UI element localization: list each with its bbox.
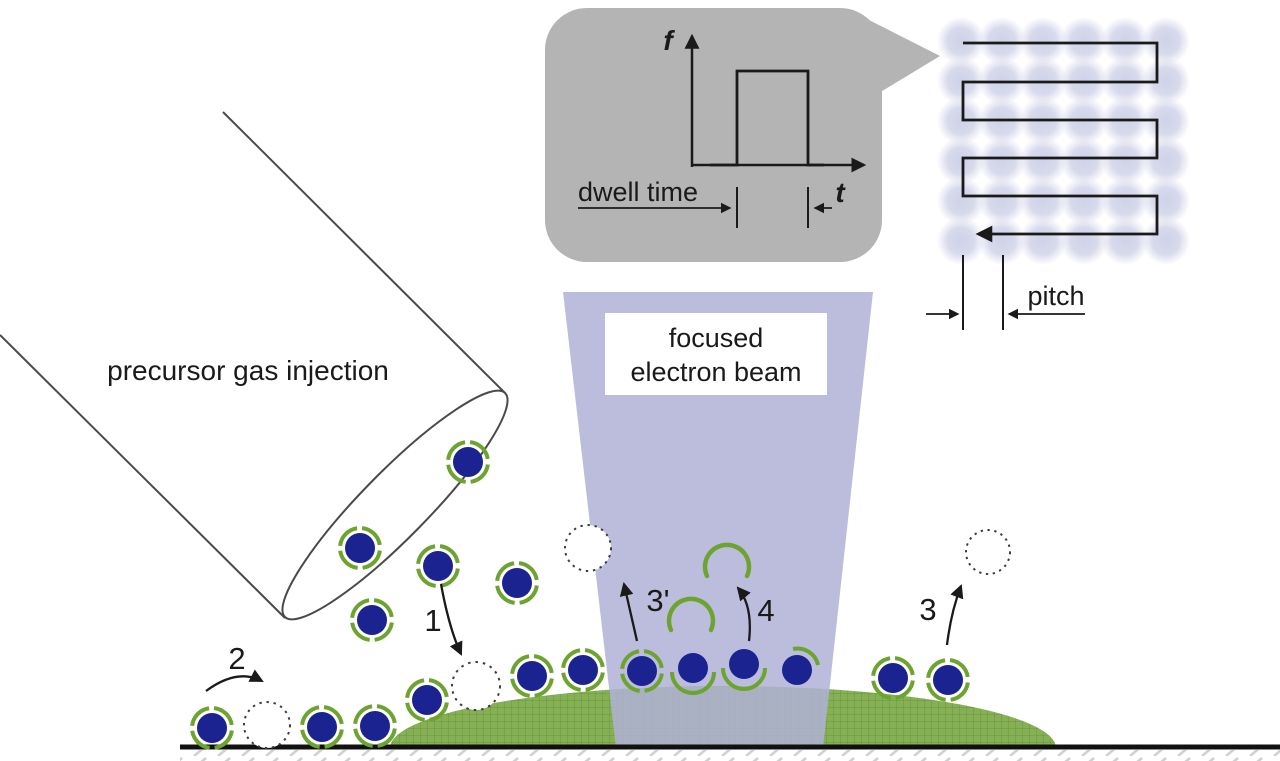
pitch-label: pitch: [1027, 281, 1084, 311]
callout-bubble: [545, 8, 882, 262]
beam-label-line2: electron beam: [630, 357, 801, 387]
pitch-dimension: pitch: [926, 255, 1085, 330]
step-beam-desorption-label: 3': [646, 583, 669, 618]
vacant-sites: [243, 524, 1011, 749]
electron-beam: focused electron beam: [563, 292, 873, 748]
beam-cone: [563, 292, 873, 748]
nozzle-opening: [281, 389, 509, 621]
ligand-fragments: [666, 542, 752, 633]
pulse-x-label: t: [835, 177, 846, 208]
precursor-molecule: [405, 678, 449, 722]
substrate-hatching: [180, 750, 1280, 761]
step-dissociation-label: 4: [757, 593, 774, 628]
precursor-molecule: [871, 656, 915, 700]
pulse-waveform: [710, 69, 824, 167]
pulse-graph: f t dwell time: [578, 25, 867, 228]
dissociating-molecule: [782, 646, 820, 685]
precursor-molecule: [300, 705, 344, 749]
precursor-molecule: [510, 654, 554, 698]
diffusion-arrow: [205, 669, 264, 692]
beam-desorption-arrow: [619, 581, 639, 642]
nozzle-label: precursor gas injection: [107, 355, 389, 386]
process-steps: 1 2 3 3' 4: [205, 581, 964, 692]
beam-label-line1: focused: [669, 323, 764, 353]
precursor-molecule: [350, 598, 394, 642]
precursor-molecule: [353, 704, 397, 748]
vacant-site-circle: [451, 661, 501, 711]
adsorption-arrow: [439, 583, 463, 656]
ligand-arc: [666, 596, 716, 633]
callout-tail: [869, 20, 940, 96]
raster-scan-inset: pitch: [926, 17, 1190, 330]
beam-spot-grid: [937, 17, 1190, 265]
step-diffusion-label: 2: [228, 641, 245, 676]
precursor-molecule: [446, 440, 490, 484]
adsorbed-molecules: [190, 646, 970, 750]
desorbed-molecule-circle: [564, 524, 612, 572]
desorbed-molecule-circle: [965, 529, 1011, 575]
dissociating-molecule: [670, 653, 716, 695]
pulse-y-label: f: [663, 25, 675, 56]
step-adsorption-label: 1: [424, 603, 441, 638]
nozzle-upper-wall: [222, 111, 506, 394]
dwell-time-label: dwell time: [578, 177, 698, 207]
precursor-molecule: [926, 658, 970, 702]
dissociating-molecule: [721, 649, 767, 691]
serpentine-scan-path: [961, 41, 1159, 243]
step-desorption-label: 3: [919, 592, 936, 627]
precursor-molecule: [416, 544, 460, 588]
precursor-molecule: [338, 526, 382, 570]
vacant-site-circle: [243, 701, 291, 749]
dissociation-arrow: [736, 586, 751, 642]
nozzle-lower-wall: [0, 334, 286, 619]
precursor-molecule: [190, 706, 234, 750]
precursor-molecule: [561, 648, 605, 692]
precursor-molecule: [495, 561, 539, 605]
beam-label-box: [605, 313, 827, 395]
dwell-time-callout: f t dwell time: [545, 8, 940, 262]
desorption-arrow: [945, 584, 964, 646]
precursor-molecule: [620, 649, 664, 693]
ligand-arc: [702, 542, 752, 579]
